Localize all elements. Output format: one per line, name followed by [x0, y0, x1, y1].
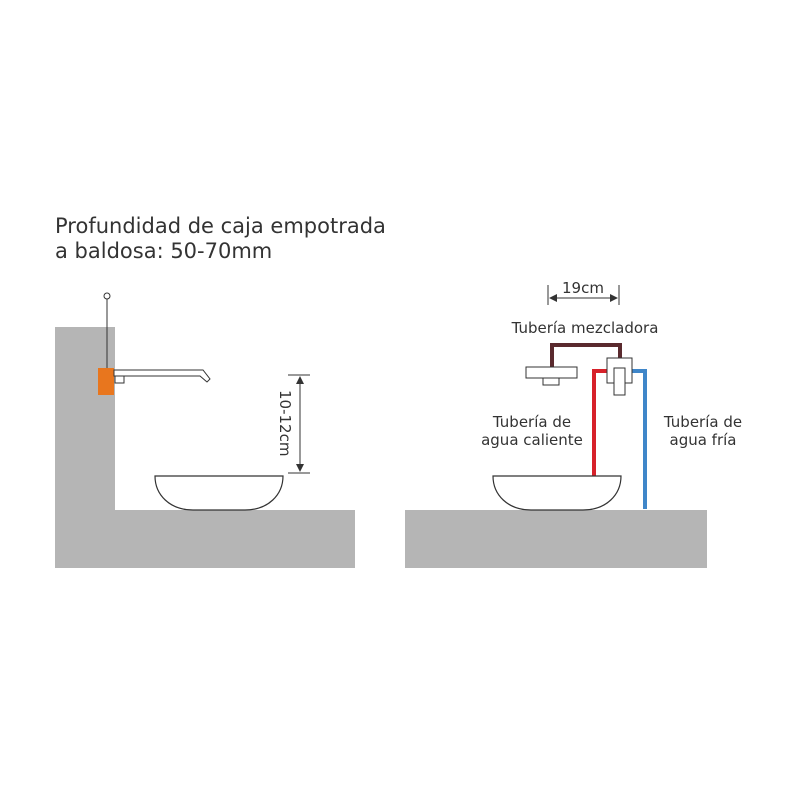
basin-left	[154, 475, 284, 511]
rod-end-icon	[103, 292, 111, 300]
faucet-handle	[114, 375, 125, 384]
height-dimension-label: 10-12cm	[276, 390, 294, 456]
mixer-pipe	[550, 343, 622, 367]
shower-outlet	[542, 377, 560, 386]
hot-water-pipe	[592, 369, 607, 476]
cold-water-pipe	[632, 369, 647, 509]
valve-cartridge	[613, 367, 626, 396]
shower-head	[525, 366, 578, 379]
spacing-dimension	[547, 285, 620, 305]
title-line2: a baldosa: 50-70mm	[55, 239, 272, 263]
mixer-pipe-label: Tubería mezcladora	[511, 319, 659, 337]
spacing-dimension-label: 19cm	[562, 279, 604, 297]
wall-and-floor-left	[55, 327, 355, 568]
cold-pipe-label-line1: Tubería de	[663, 413, 742, 431]
cold-pipe-label-line2: agua fría	[670, 431, 737, 449]
floor-right	[405, 510, 707, 568]
basin-right	[492, 475, 622, 511]
embedded-box	[98, 368, 114, 395]
faucet-spout	[113, 369, 211, 383]
height-dimension	[288, 374, 310, 474]
title-line1: Profundidad de caja empotrada	[55, 214, 386, 238]
hot-pipe-label-line1: Tubería de	[492, 413, 571, 431]
hot-pipe-label-line2: agua caliente	[481, 431, 583, 449]
